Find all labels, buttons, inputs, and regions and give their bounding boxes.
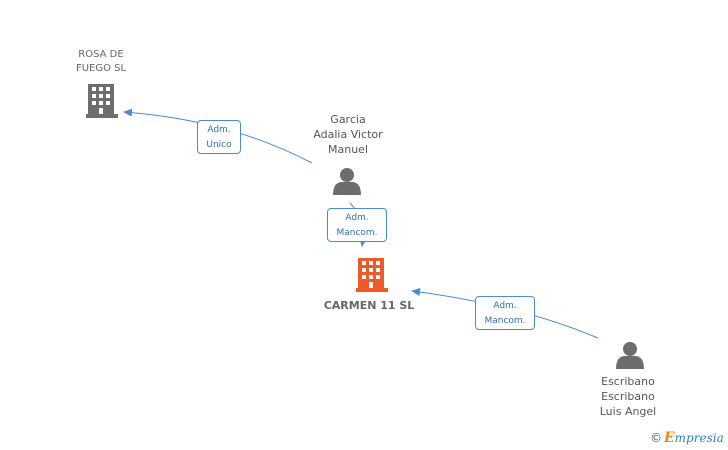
brand-initial: E (664, 430, 675, 446)
building-icon-carmen[interactable] (356, 258, 388, 292)
empresia-logo: ©Empresia (650, 430, 724, 446)
node-label-garcia[interactable]: Garcia Adalia Victor Manuel (313, 113, 383, 156)
node-label-carmen[interactable]: CARMEN 11 SL (323, 299, 415, 312)
role-label-adm-unico: Adm. Unico (197, 120, 241, 154)
role-label-adm-mancom-garcia: Adm. Mancom. (327, 208, 387, 242)
person-icon-garcia[interactable] (333, 168, 361, 195)
role-label-adm-mancom-escribano: Adm. Mancom. (475, 296, 535, 330)
person-icon-escribano[interactable] (616, 342, 644, 369)
copyright-symbol: © (650, 431, 662, 445)
node-label-rosa[interactable]: ROSA DE FUEGO SL (75, 49, 127, 74)
node-label-escribano[interactable]: Escribano Escribano Luis Angel (599, 375, 657, 418)
brand-name: mpresia (674, 431, 724, 445)
building-icon-rosa[interactable] (86, 84, 118, 118)
